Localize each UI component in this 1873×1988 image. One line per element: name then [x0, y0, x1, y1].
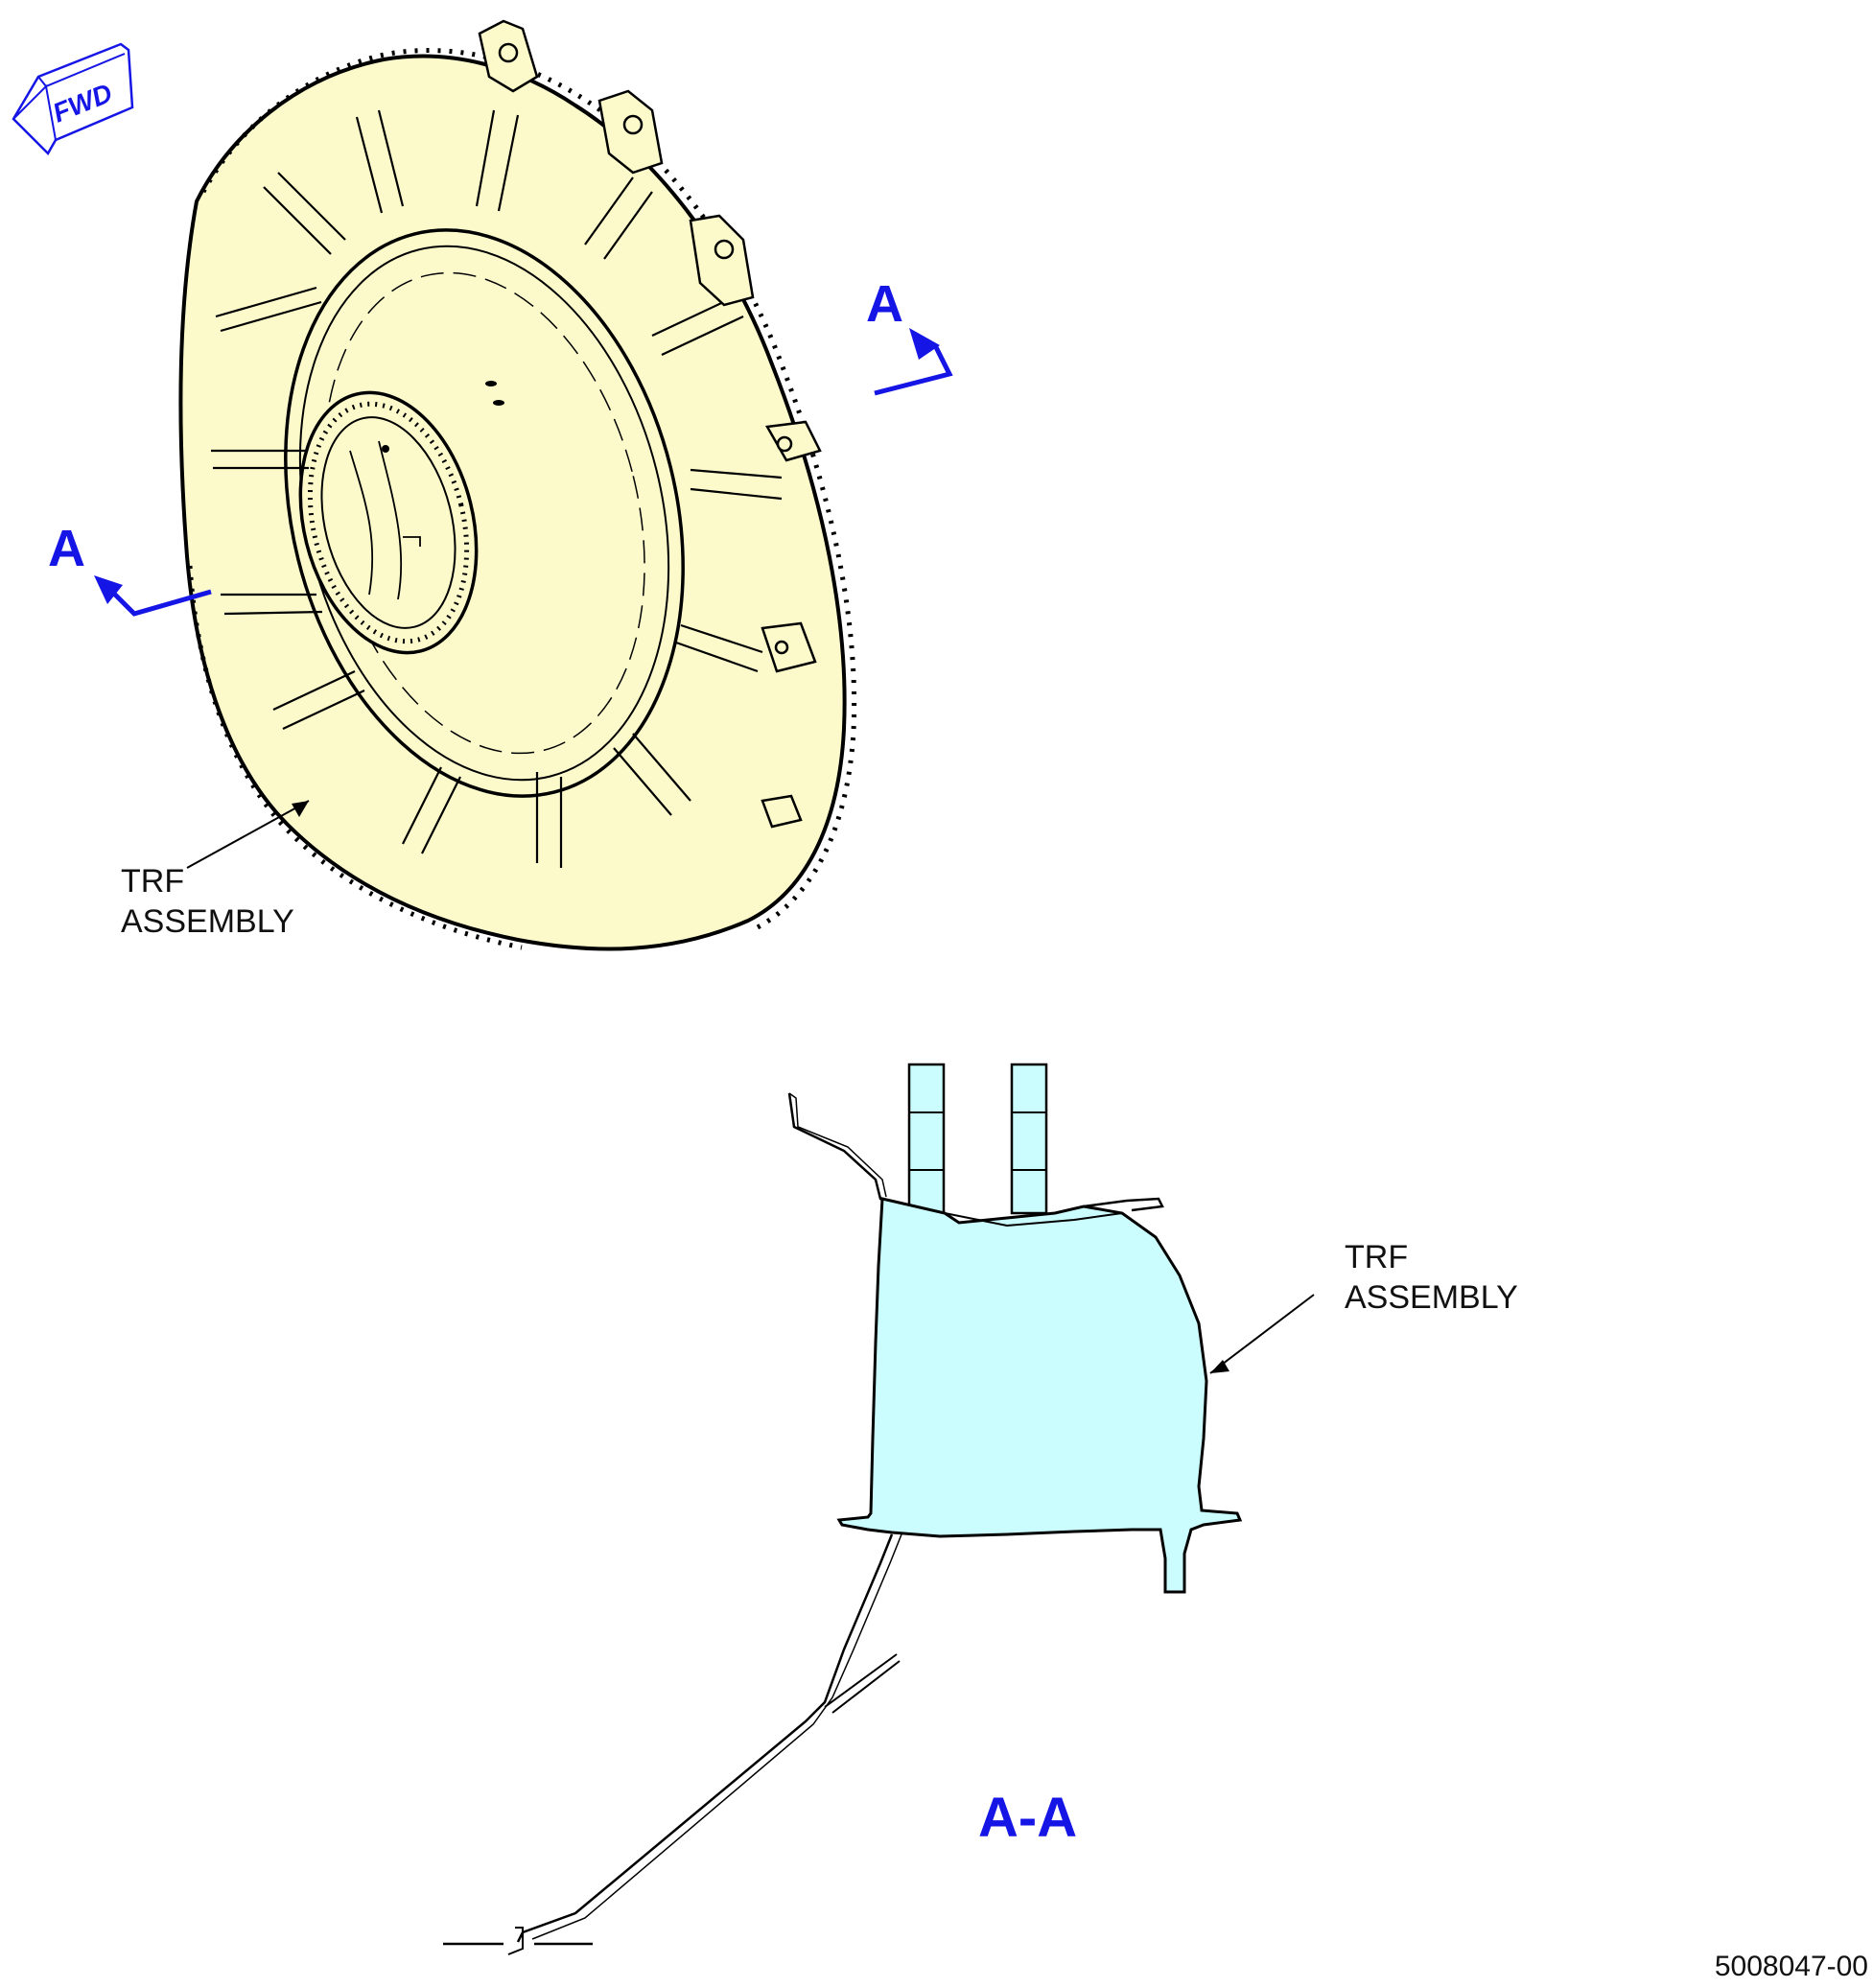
upper-callout-line2: ASSEMBLY [121, 903, 294, 940]
hub-outer-rim [284, 228, 685, 798]
section-title: A-A [978, 1787, 1077, 1849]
vane-struts [211, 109, 783, 868]
lower-callout: TRF ASSEMBLY [1209, 1239, 1518, 1374]
section-marker-top-label: A [866, 275, 903, 333]
section-marker-left-label: A [48, 520, 85, 577]
section-marker-top: A [866, 275, 953, 396]
upper-callout: TRF ASSEMBLY [121, 800, 310, 940]
upper-callout-line1: TRF [121, 863, 184, 900]
lower-callout-line2: ASSEMBLY [1345, 1279, 1518, 1316]
section-a-a-view [443, 1063, 1243, 1955]
lower-callout-line1: TRF [1345, 1239, 1408, 1275]
mount-lugs [478, 19, 822, 829]
hub-bore [298, 390, 479, 655]
trf-assembly-isometric-view [178, 19, 857, 951]
section-marker-left: A [48, 520, 212, 617]
drawing-number: 5008047-00 [1715, 1951, 1868, 1982]
fwd-arrow-icon: FWD [12, 42, 134, 156]
section-body [836, 1197, 1243, 1594]
